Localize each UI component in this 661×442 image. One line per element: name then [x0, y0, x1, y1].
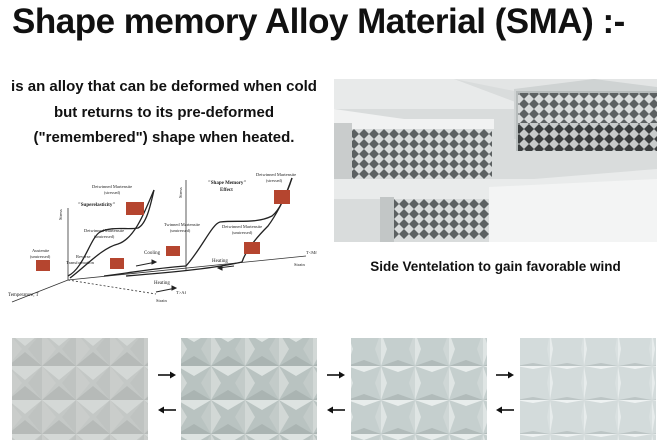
- label-detwinned-3: Detwinned Martensite: [256, 172, 296, 177]
- label-t-af: T>Af: [176, 290, 187, 295]
- arrow-left-icon: [495, 405, 515, 415]
- facade-caption: Side Ventelation to gain favorable wind: [370, 259, 621, 274]
- label-austenite-b: (unstressed): [30, 254, 51, 259]
- superelastic-unloading-curve: [69, 189, 155, 279]
- label-heating-1: Heating: [212, 259, 228, 264]
- label-detwinned-4: Detwinned Martensite: [222, 224, 262, 229]
- pattern-panel-4: [520, 338, 656, 440]
- label-detwinned-4b: (unstressed): [232, 230, 253, 235]
- facade-svg: [334, 79, 657, 242]
- heating-curve: [125, 261, 243, 277]
- lattice-icon-4: [166, 246, 180, 256]
- sma-phase-diagram: "Superelasticity" Detwinned Martensite (…: [6, 168, 324, 308]
- strain-axis: [67, 255, 307, 281]
- lattice-icon-3: [36, 260, 50, 271]
- sma-diagram-svg: "Superelasticity" Detwinned Martensite (…: [8, 172, 317, 303]
- label-transformation: Transformation: [66, 260, 95, 265]
- lattice-icon-5: [274, 190, 290, 204]
- label-stress-2: Stress: [178, 187, 183, 198]
- pattern-panel-2: [181, 338, 317, 440]
- label-twinned: Twinned Martensite: [164, 222, 200, 227]
- label-effect: Effect: [220, 188, 233, 193]
- arrow-left-icon: [157, 405, 177, 415]
- label-detwinned-3b: (stressed): [266, 178, 283, 183]
- label-twinned-b: (unstressed): [170, 228, 191, 233]
- label-stress-1: Stress: [58, 209, 63, 220]
- description-line-3: ("remembered") shape when heated.: [33, 129, 295, 146]
- temperature-axis: [11, 279, 69, 303]
- label-heating-2: Heating: [154, 281, 170, 286]
- lattice-icon-1: [126, 202, 144, 215]
- description-line-2: but returns to its pre-deformed: [53, 103, 274, 121]
- label-detwinned-2b: (unstressed): [94, 234, 115, 239]
- label-detwinned-1: Detwinned Martensite: [92, 184, 132, 189]
- pattern-panel-3: [351, 338, 487, 440]
- lattice-icons: [36, 190, 290, 271]
- label-reverse: Reverse: [76, 254, 91, 259]
- label-detwinned-2: Detwinned Martensite: [84, 228, 124, 233]
- ventilation-facade-image: [334, 79, 657, 242]
- label-t-mf: T<Mf: [306, 250, 317, 255]
- cooling-curve: [103, 265, 187, 277]
- lattice-icon-2: [110, 258, 124, 269]
- sma-description: is an alloy that can be deformed when co…: [0, 74, 328, 151]
- arrow-left-icon: [326, 405, 346, 415]
- label-austenite: Austenite: [32, 248, 49, 253]
- page-title: Shape memory Alloy Material (SMA) :-: [12, 2, 625, 41]
- label-shape-memory: "Shape Memory": [208, 181, 246, 186]
- label-superelasticity: "Superelasticity": [78, 203, 115, 208]
- pattern-panel-1: [12, 338, 148, 440]
- label-detwinned-1b: (stressed): [104, 190, 121, 195]
- description-line-1: is an alloy that can be deformed when co…: [11, 78, 317, 95]
- superelastic-loading-curve: [67, 189, 155, 277]
- label-cooling: Cooling: [144, 251, 161, 256]
- arrow-right-icon: [495, 370, 515, 380]
- label-strain-1: Strain: [294, 262, 305, 267]
- arrow-right-icon: [326, 370, 346, 380]
- lattice-icon-6: [244, 242, 260, 254]
- label-temperature: Temperature, T: [8, 293, 39, 298]
- arrow-right-icon: [157, 370, 177, 380]
- label-strain-2: Strain: [156, 298, 167, 303]
